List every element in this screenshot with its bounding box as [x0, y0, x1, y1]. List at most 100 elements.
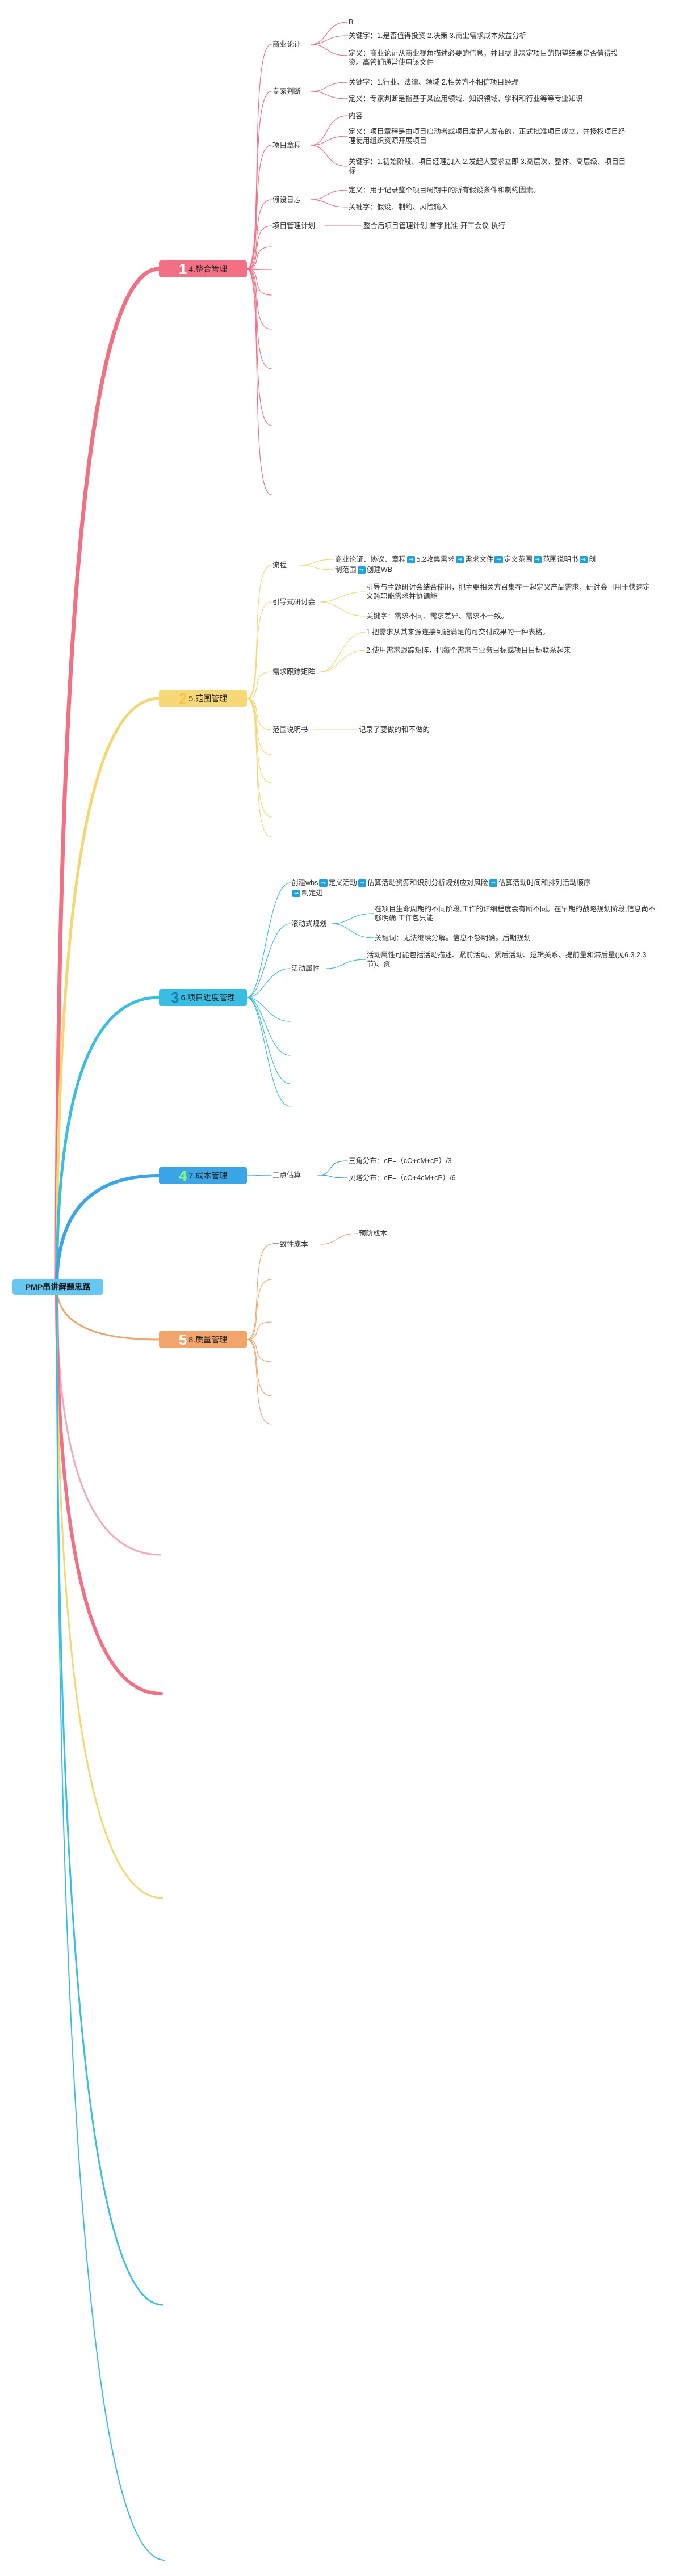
- flow-step: 5.2收集需求: [416, 555, 455, 563]
- topic-cost-management[interactable]: 4 7.成本管理: [159, 1167, 247, 1184]
- branch-schedule-5: [246, 997, 291, 1084]
- node-ex-keyword[interactable]: 关键字：1.行业、法律、领域 2.相关方不相信项目经理: [349, 78, 519, 86]
- node-scope-statement[interactable]: 范围说明书: [272, 726, 308, 734]
- branch-quality-1: [246, 1279, 272, 1340]
- leaf-quality-0: [320, 1233, 358, 1245]
- flow-arrow-badge: ⇒: [489, 879, 497, 887]
- node-assumption-log[interactable]: 假设日志: [272, 196, 301, 204]
- node-cost-of-conformance[interactable]: 一致性成本: [272, 1240, 308, 1248]
- node-pm-plan[interactable]: 项目管理计划: [272, 222, 316, 230]
- topic-label: 4.整合管理: [188, 264, 228, 273]
- branch-schedule-6: [246, 997, 291, 1107]
- node-business-case[interactable]: 商业论证: [272, 40, 301, 48]
- leaf-rolling-1: [332, 923, 374, 938]
- leaf-cost-1: [317, 1175, 348, 1178]
- node-rolling-text[interactable]: 在项目生命周期的不同阶段,工作的详细程度会有所不同。在早期的战略规划阶段,信息尚…: [375, 905, 656, 922]
- node-project-charter[interactable]: 项目章程: [272, 141, 301, 149]
- topic-schedule-management[interactable]: 3 6.项目进度管理: [159, 989, 247, 1006]
- trunk-schedule: [55, 996, 161, 1289]
- branch-integration-6: [246, 268, 272, 270]
- node-ch-keyword[interactable]: 关键字：1.初始阶段、项目经理加入 2.发起人要求立即 3.高层次、整体、高层级…: [349, 158, 626, 175]
- branch-scope-5: [246, 698, 272, 784]
- node-activity-attributes[interactable]: 活动属性: [291, 965, 320, 973]
- topic-label: 6.项目进度管理: [181, 993, 236, 1002]
- node-plan-text[interactable]: 整合后项目管理计划-首字批准-开工会议-执行: [363, 222, 505, 230]
- node-st-text[interactable]: 记录了要做的和不做的: [359, 726, 430, 734]
- topic-number: 5: [178, 1331, 187, 1348]
- flow-step: 估算活动时间和排列活动顺序: [498, 879, 591, 887]
- root-node[interactable]: PMP串讲解题思路: [12, 1279, 103, 1295]
- branch-schedule-2: [246, 968, 291, 998]
- leaf-rtm-0: [320, 632, 366, 672]
- branch-scope-7: [246, 698, 272, 837]
- flow-step: 创: [588, 555, 596, 563]
- flow-arrow-badge: ⇒: [494, 556, 503, 564]
- node-rtm-1[interactable]: 1.把需求从其来源连接到能满足的可交付成果的一种表格。: [366, 628, 550, 636]
- node-ch-content[interactable]: 内容: [349, 112, 363, 120]
- branch-integration-3: [246, 199, 272, 270]
- leaf-bc-2: [311, 44, 348, 56]
- node-rolling-keyword[interactable]: 关键词：无法继续分解。信息不够明确。后期规划: [375, 934, 531, 942]
- flow-text: 制范围: [335, 566, 357, 574]
- leaf-ex-1: [311, 91, 348, 99]
- node-ex-definition[interactable]: 定义：专家判断是指基于某应用领域、知识领域、学科和行业等等专业知识: [349, 95, 583, 103]
- leaf-ws-1: [320, 601, 366, 617]
- node-process[interactable]: 流程: [272, 561, 287, 569]
- branch-scope-3: [246, 698, 272, 730]
- node-bc-keyword[interactable]: 关键字：1.是否值得投资 2.决策 3.商业需求成本效益分析: [349, 32, 527, 40]
- topic-integration-management[interactable]: 1 4.整合管理: [159, 260, 247, 277]
- flow-step: 需求文件: [465, 555, 494, 563]
- node-process-flow-2[interactable]: 制范围⇒创建WB: [335, 565, 392, 574]
- branch-scope-0: [246, 565, 272, 699]
- flow-step: 创建WB: [366, 566, 393, 574]
- leaf-cost-0: [317, 1160, 348, 1176]
- branch-quality-5: [246, 1339, 272, 1425]
- node-prevention-cost[interactable]: 预防成本: [359, 1230, 388, 1238]
- branch-integration-11: [246, 268, 272, 495]
- branch-quality-2: [246, 1321, 272, 1340]
- node-as-keyword[interactable]: 关键字：假设、制约、风险输入: [349, 203, 448, 211]
- node-bc-b[interactable]: B: [349, 18, 354, 26]
- node-rtm-2[interactable]: 2.使用需求跟踪矩阵，把每个需求与业务目标或项目目标联系起来: [366, 646, 571, 654]
- node-bc-definition[interactable]: 定义：商业论证从商业视角描述必要的信息，并且据此决定项目的期望结果是否值得投资。…: [349, 49, 619, 66]
- topic-number: 4: [178, 1167, 187, 1184]
- branch-scope-6: [246, 698, 272, 818]
- flow-step: 制定进: [301, 889, 323, 897]
- leaf-as-0: [311, 190, 348, 200]
- flow-arrow-badge: ⇒: [358, 879, 367, 887]
- flow-text: 商业论证、协议、章程: [335, 555, 406, 563]
- node-rtm[interactable]: 需求跟踪矩阵: [272, 668, 316, 676]
- node-schedule-sequence-2[interactable]: ⇒制定进: [291, 889, 323, 898]
- topic-quality-management[interactable]: 5 8.质量管理: [159, 1331, 247, 1348]
- flow-arrow-badge: ⇒: [357, 566, 366, 574]
- flow-arrow-badge: ⇒: [292, 890, 301, 898]
- branch-integration-9: [246, 268, 272, 369]
- branch-schedule-3: [246, 997, 291, 1022]
- node-three-point-estimate[interactable]: 三点估算: [272, 1171, 301, 1179]
- flow-step: 估算活动资源和识别分析规划应对风险: [367, 879, 488, 887]
- leaf-ch-2: [311, 145, 348, 167]
- node-facilitated-workshop[interactable]: 引导式研讨会: [272, 598, 316, 606]
- node-ws-keyword[interactable]: 关键字：需求不同、需求差异、需求不一致。: [366, 612, 509, 620]
- leaf-bc-1: [311, 35, 348, 45]
- topic-scope-management[interactable]: 2 5.范围管理: [159, 690, 247, 707]
- node-beta-distribution[interactable]: 贝塔分布：cE=（cO+4cM+cP）/6: [349, 1174, 456, 1182]
- node-ws-text[interactable]: 引导与主题研讨会结合使用，把主要相关方召集在一起定义产品需求，研讨会可用于快速定…: [366, 583, 651, 600]
- branch-integration-4: [246, 225, 272, 270]
- node-attrs-text[interactable]: 活动属性可能包括活动描述、紧前活动、紧后活动、逻辑关系、提前量和滞后量(见6.3…: [367, 951, 647, 968]
- node-process-flow-1[interactable]: 商业论证、协议、章程⇒5.2收集需求⇒需求文件⇒定义范围⇒范围说明书⇒创: [335, 555, 596, 564]
- node-triangle-distribution[interactable]: 三角分布：cE=（cO+cM+cP）/3: [349, 1157, 452, 1165]
- branch-integration-10: [246, 268, 272, 426]
- branch-scope-4: [246, 698, 272, 755]
- node-rolling-wave[interactable]: 滚动式规划: [291, 920, 327, 928]
- branch-cost-0: [246, 1175, 272, 1176]
- branch-schedule-1: [246, 923, 291, 998]
- node-schedule-sequence-1[interactable]: 创建wbs⇒定义活动⇒估算活动资源和识别分析规划应对风险⇒估算活动时间和排列活动…: [291, 878, 590, 887]
- branch-schedule-0: [246, 882, 291, 998]
- node-ch-definition[interactable]: 定义：项目章程是由项目启动者或项目发起人发布的，正式批准项目成立，并授权项目经理…: [349, 128, 626, 145]
- trunk-empty-2: [55, 1285, 163, 1695]
- trunk-empty-4: [56, 1286, 163, 2306]
- node-as-definition[interactable]: 定义：用于记录整个项目周期中的所有假设条件和制约因素。: [349, 186, 540, 194]
- node-expert-judgment[interactable]: 专家判断: [272, 87, 301, 95]
